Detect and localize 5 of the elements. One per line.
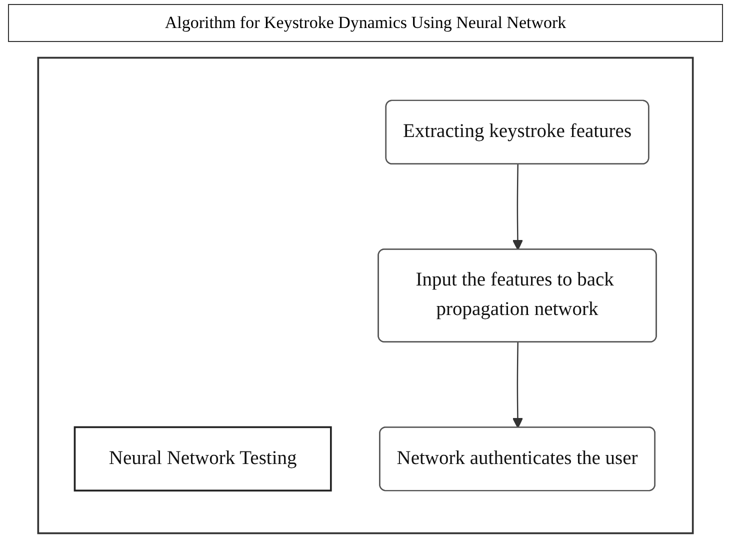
arrow [512,164,524,250]
cluster [37,56,694,534]
diagram-title: Algorithm for Keystroke Dynamics Using Neural Network [8,4,723,42]
node-box: Neural Network Testing [74,426,332,492]
arrow [512,342,524,428]
